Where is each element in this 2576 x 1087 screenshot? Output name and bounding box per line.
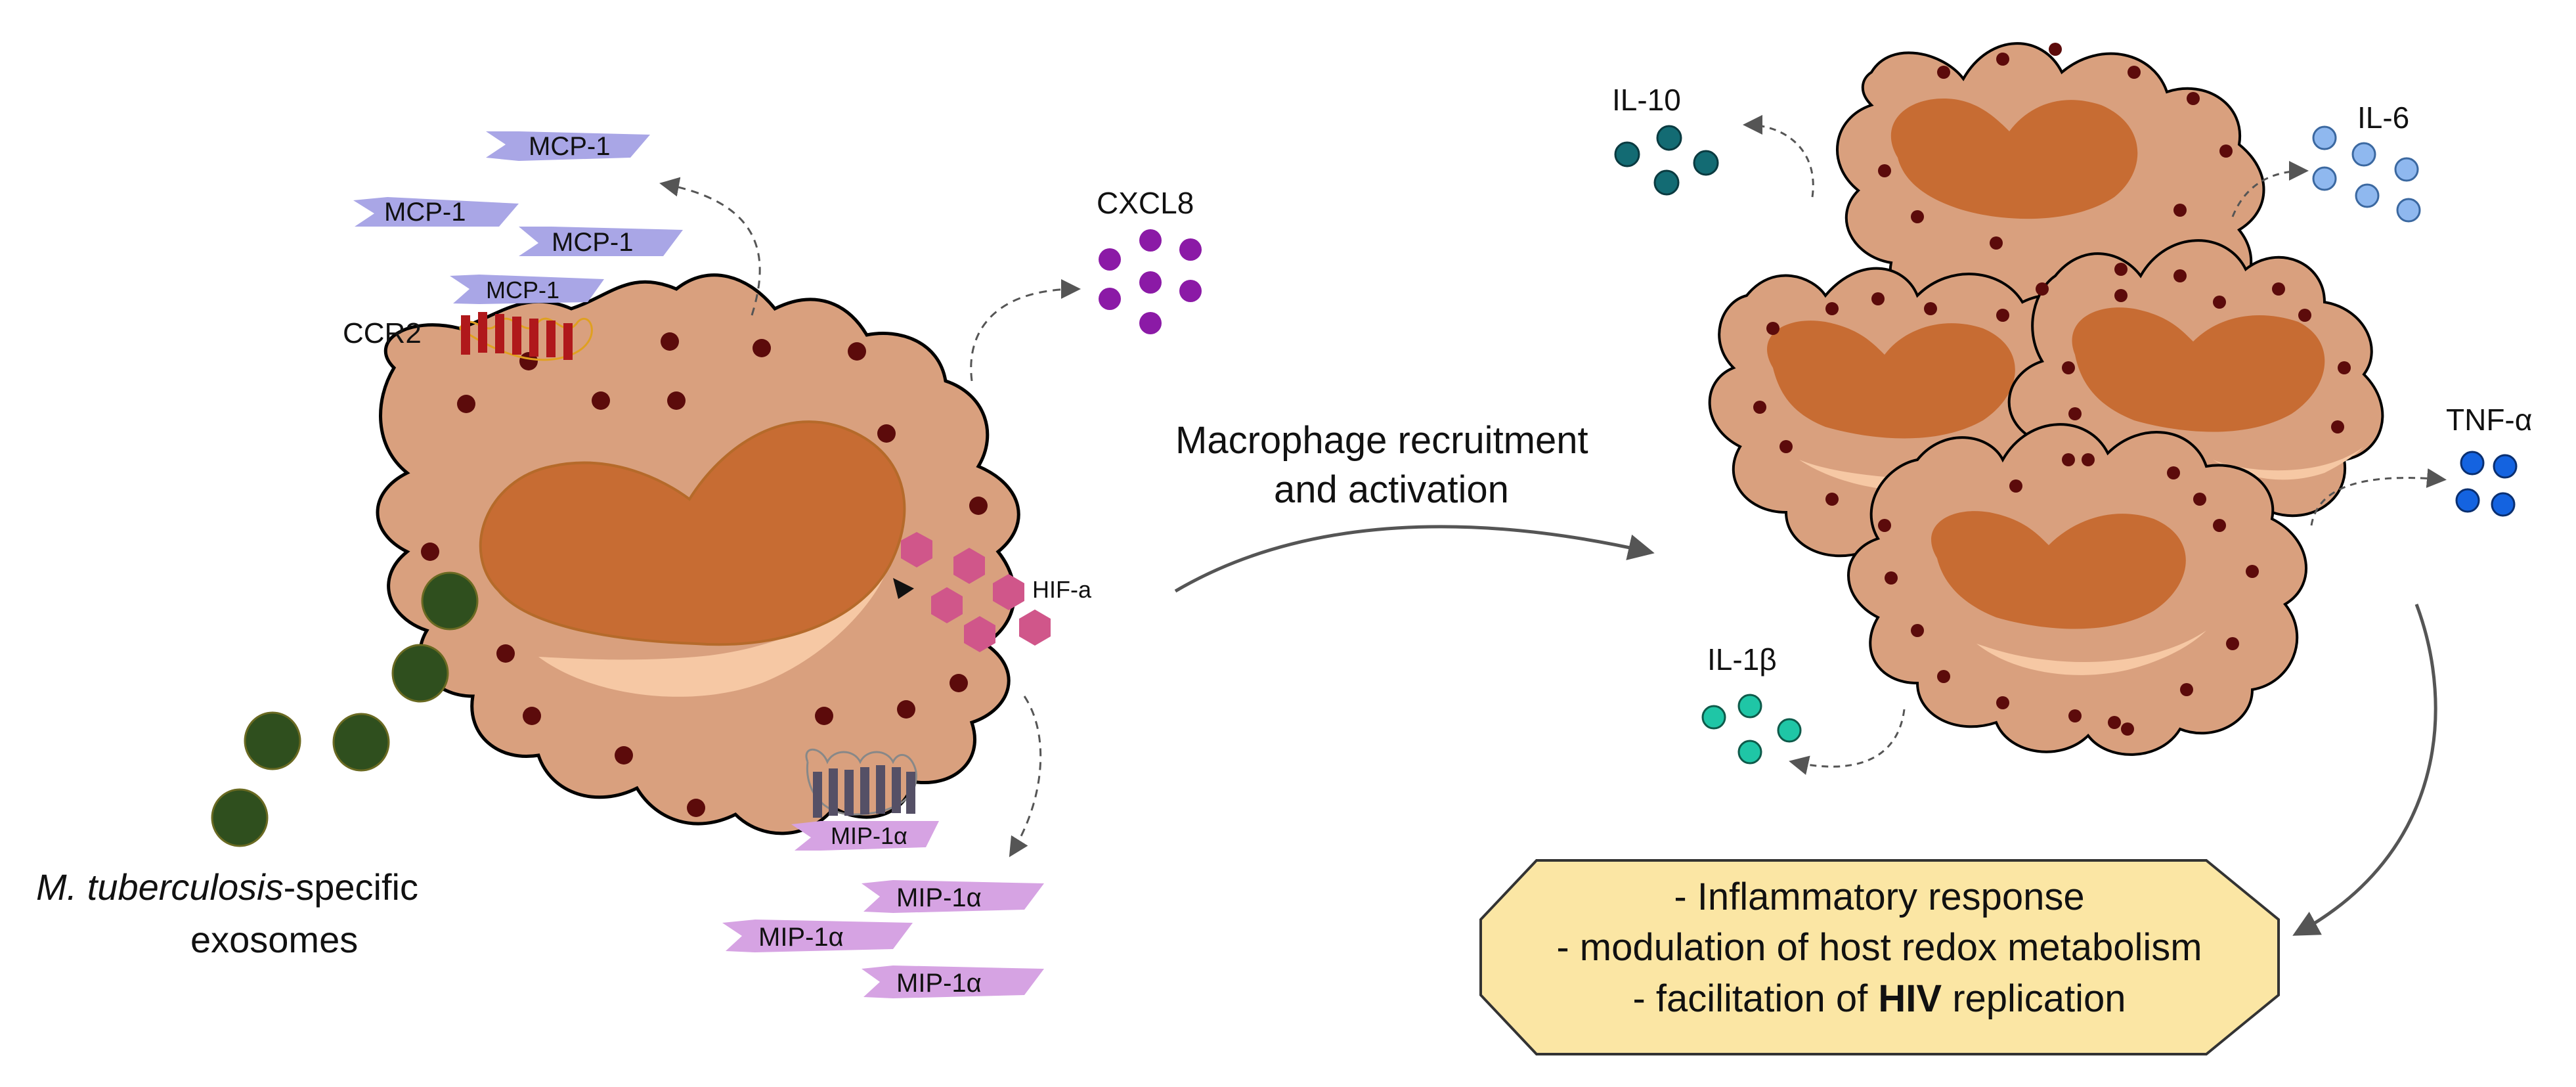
- outcome-line-2: - modulation of host redox metabolism: [1556, 926, 2202, 969]
- mcp1-label-1: MCP-1: [529, 132, 610, 161]
- il10-label: IL-10: [1612, 83, 1681, 117]
- cxcl8-label: CXCL8: [1097, 186, 1194, 220]
- cxcl8-dots: [1099, 229, 1202, 334]
- mip1a-group: MIP-1α MIP-1α MIP-1α MIP-1α: [722, 821, 1044, 998]
- il1b-label: IL-1β: [1707, 642, 1777, 677]
- hif-pointer-icon: [893, 578, 914, 599]
- mcp1-label-4: MCP-1: [486, 277, 559, 303]
- hif-label: HIF-a: [1032, 576, 1092, 603]
- mcp1-label-2: MCP-1: [384, 198, 466, 227]
- tnf-dots: [2455, 451, 2518, 517]
- mcp1-arrow: [659, 177, 761, 316]
- left-granules: [421, 332, 988, 817]
- il6-dots: [2312, 125, 2421, 223]
- il1b-dots: [1701, 694, 1802, 765]
- cxcl8-arrow: [970, 279, 1081, 382]
- center-label-line2: and activation: [1274, 468, 1509, 511]
- center-label-line1: Macrophage recruitment: [1175, 419, 1588, 462]
- outcome-line-1: - Inflammatory response: [1674, 876, 2084, 918]
- right-cluster: [1708, 42, 2384, 756]
- exosomes: [211, 571, 479, 847]
- ccr2-label: CCR2: [343, 317, 422, 349]
- tnf-arrow: [2310, 468, 2447, 526]
- il6-label: IL-6: [2357, 100, 2409, 135]
- mcp1-group: MCP-1 MCP-1 MCP-1 MCP-1: [353, 131, 683, 304]
- mip1a-label-4: MIP-1α: [896, 969, 982, 998]
- exosome-label-line2: exosomes: [190, 919, 358, 960]
- outcome-box: [1479, 859, 2280, 1055]
- il10-arrow: [1743, 115, 1814, 198]
- outcome-line-3: - facilitation of HIV replication: [1632, 977, 2126, 1020]
- mip-receptor: [805, 748, 917, 818]
- outcome-arrow: [2292, 604, 2437, 936]
- mip1a-arrow: [1009, 696, 1042, 858]
- right-granules: [1753, 43, 2351, 736]
- ccr2-receptor: [458, 312, 593, 361]
- exosome-label-line1: M. tuberculosis-specific: [36, 866, 418, 908]
- left-macrophage-inner-crescent: [538, 571, 886, 697]
- hif-hexagons: [901, 532, 1051, 652]
- center-arrow: [1174, 525, 1655, 593]
- il1b-arrow: [1789, 709, 1906, 775]
- left-macrophage-nucleus: [479, 420, 906, 646]
- mcp1-label-3: MCP-1: [552, 228, 633, 257]
- left-macrophage: [376, 273, 1020, 835]
- mip1a-label-1: MIP-1α: [831, 822, 907, 849]
- mip1a-label-2: MIP-1α: [896, 883, 982, 912]
- tnf-label: TNF-α: [2446, 403, 2532, 437]
- mip1a-label-3: MIP-1α: [758, 923, 844, 952]
- il10-dots: [1614, 125, 1719, 196]
